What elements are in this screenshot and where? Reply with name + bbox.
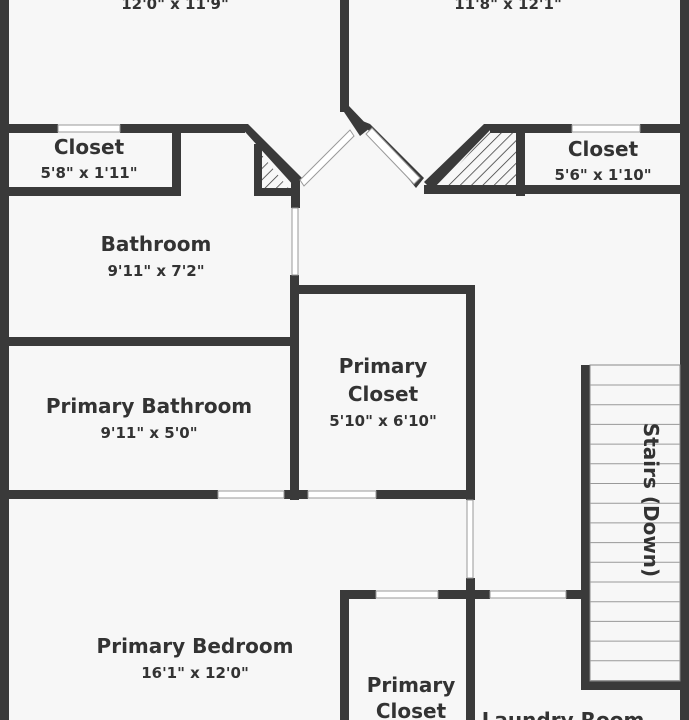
primary-bathroom-dims: 9'11" x 5'0" — [100, 424, 197, 442]
primary-bedroom-name: Primary Bedroom — [97, 634, 294, 658]
bathroom-name: Bathroom — [101, 232, 212, 256]
top-right-room-dims: 11'8" x 12'1" — [454, 0, 562, 13]
doors — [57, 124, 641, 599]
hatched-chase-left — [258, 150, 290, 190]
primary-closet-1-name-line1: Primary — [339, 354, 428, 378]
primary-bathroom-name: Primary Bathroom — [46, 394, 252, 418]
closet-right-name: Closet — [568, 137, 639, 161]
bathroom-dims: 9'11" x 7'2" — [107, 262, 204, 280]
closet-left-name: Closet — [54, 135, 125, 159]
stairs-label: Stairs (Down) — [639, 423, 663, 577]
primary-closet-1-dims: 5'10" x 6'10" — [329, 412, 437, 430]
room-labels: 12'0" x 11'9" 11'8" x 12'1" Closet 5'8" … — [40, 0, 663, 720]
closet-right-dims: 5'6" x 1'10" — [554, 166, 651, 184]
top-left-room-dims: 12'0" x 11'9" — [121, 0, 229, 13]
primary-closet-1-name-line2: Closet — [348, 382, 419, 406]
closet-left-dims: 5'8" x 1'11" — [40, 164, 137, 182]
primary-bedroom-dims: 16'1" x 12'0" — [141, 664, 249, 682]
laundry-room-name: Laundry Room — [482, 708, 645, 720]
primary-closet-2-name-line2: Closet — [376, 699, 447, 720]
primary-closet-2-name-line1: Primary — [367, 673, 456, 697]
hatched-chase-right — [440, 130, 518, 186]
stairs — [589, 364, 681, 682]
